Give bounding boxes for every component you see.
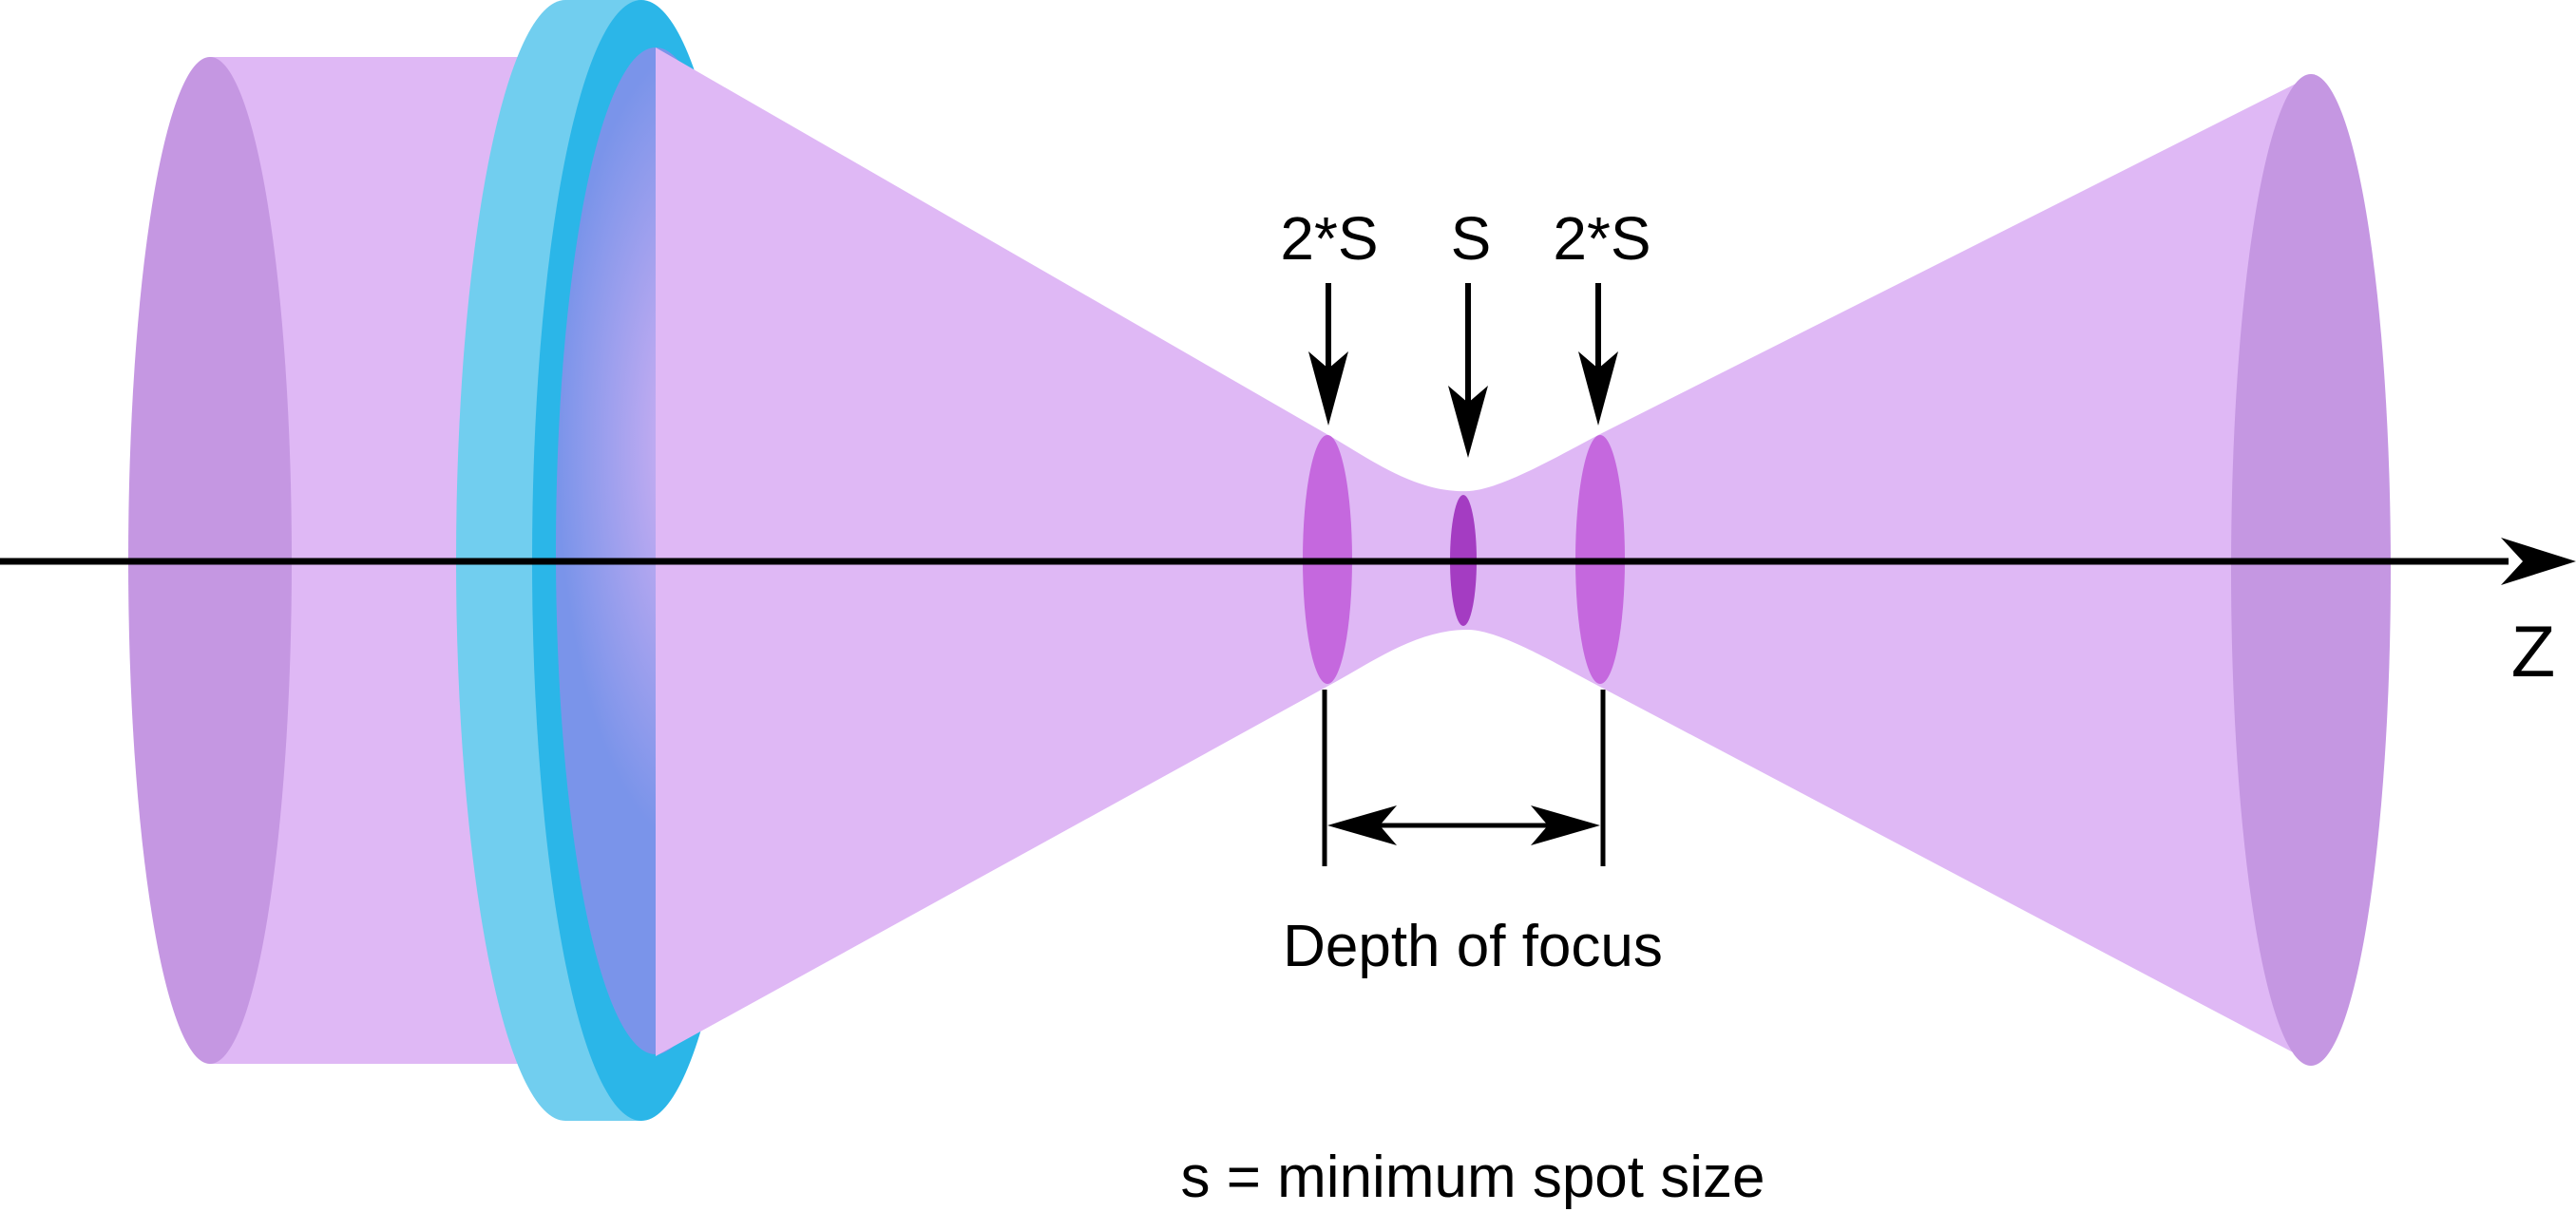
focused-beam-cone xyxy=(656,47,2315,1064)
arrow-s-head xyxy=(1448,386,1488,458)
axis-label-z: Z xyxy=(2511,612,2555,692)
depth-arrowhead-right xyxy=(1531,805,1600,845)
arrow-2s-left-head xyxy=(1308,351,1348,426)
optical-axis-arrowhead xyxy=(2501,538,2576,585)
minimum-spot-size-legend: s = minimum spot size xyxy=(1180,1145,1765,1210)
depth-arrowhead-left xyxy=(1327,805,1397,845)
depth-of-focus-label: Depth of focus xyxy=(1283,914,1663,979)
arrow-2s-right-head xyxy=(1578,351,1618,426)
label-s: S xyxy=(1451,204,1492,273)
label-2s-left: 2*S xyxy=(1280,204,1378,273)
label-2s-right: 2*S xyxy=(1553,204,1651,273)
beam-exit-face xyxy=(2231,74,2391,1066)
